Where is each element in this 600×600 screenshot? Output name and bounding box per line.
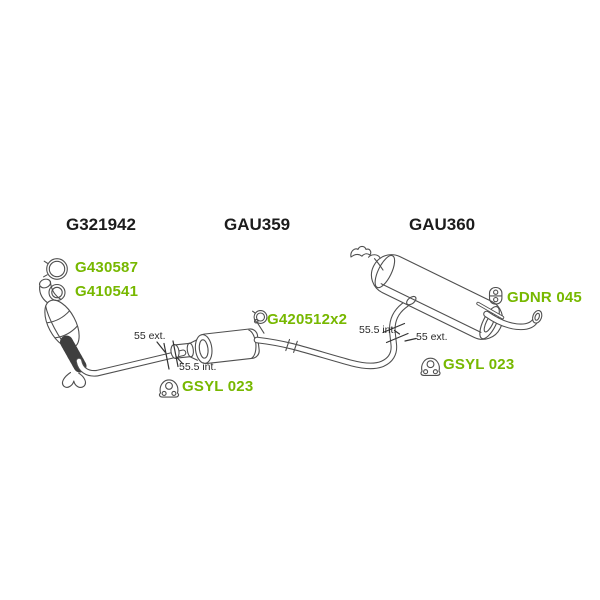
section-title-rear: GAU360 [409,215,476,234]
part-label-rear-hanger[interactable]: GDNR 045 [507,289,582,306]
rear-hanger-rod-drawing [373,258,384,271]
gasket-ring-icon [48,283,66,302]
clip-bracket-drawing [350,245,372,258]
section-title-front: G321942 [66,215,136,234]
dim-label-front-int: 55.5 int. [179,361,217,373]
dim-label-rear-int: 55.5 int. [359,324,397,336]
section-title-middle: GAU359 [224,215,291,234]
middle-silencer-drawing [170,328,260,365]
part-label-front-gasket[interactable]: G410541 [75,283,139,300]
dimension-ticks [156,322,417,370]
tailpipe-tip-drawing [532,309,543,324]
part-label-rear-mount[interactable]: GSYL 023 [443,356,515,373]
part-label-middle-mount[interactable]: GSYL 023 [182,378,254,395]
rubber-hanger-icon [488,286,503,305]
dim-label-front-ext: 55 ext. [134,330,166,342]
front-bracket-drawing [61,371,86,388]
pipe-clamp-icon [252,310,268,324]
rubber-mount-icon [420,357,441,376]
part-label-front-clamp[interactable]: G430587 [75,259,139,276]
pipe-joint-marks [253,319,298,353]
dim-label-rear-ext: 55 ext. [416,331,448,343]
rubber-mount-icon [158,379,180,398]
part-label-middle-clamp[interactable]: G420512x2 [267,311,348,328]
pipe-clamp-icon [43,258,68,280]
